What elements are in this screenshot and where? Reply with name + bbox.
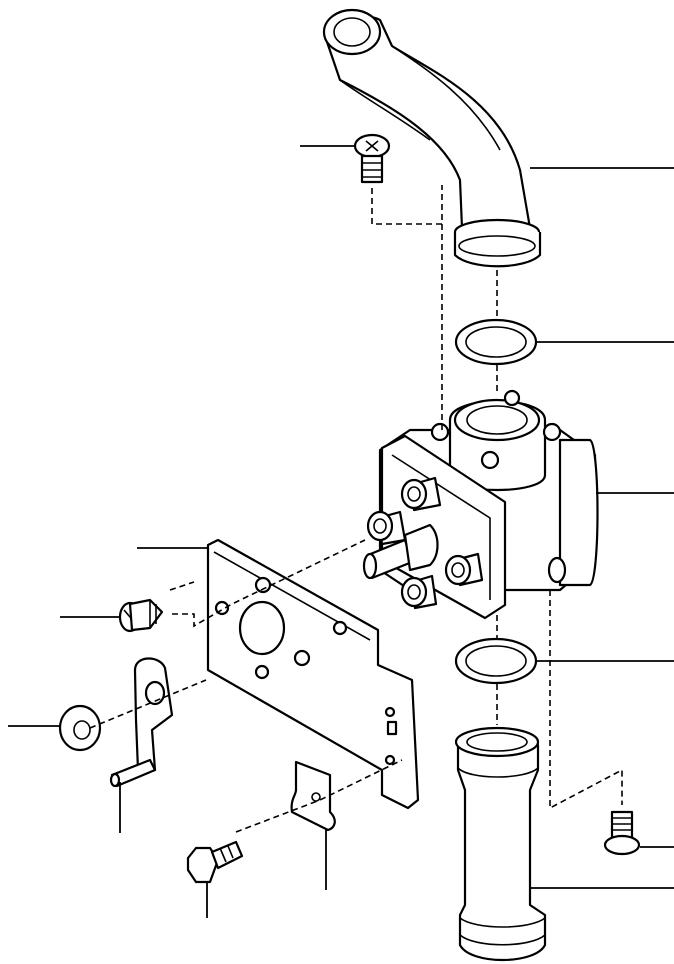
lever-arm [133, 657, 174, 772]
lower-o-ring [454, 637, 538, 685]
flat-washer [58, 704, 102, 752]
bottom-right-screw [603, 810, 641, 856]
assembly-centerlines [89, 185, 623, 833]
port-bosses [366, 476, 484, 610]
upper-curved-hose [322, 8, 542, 268]
lower-straight-hose [454, 726, 547, 961]
leader-lines [8, 145, 674, 918]
valve-body [362, 389, 599, 620]
spring-clip [290, 760, 336, 832]
spring-pin [109, 758, 157, 788]
upper-o-ring [454, 318, 538, 366]
valve-shaft [362, 523, 439, 580]
top-phillips-screw [353, 133, 391, 184]
mounting-bracket [206, 538, 420, 810]
hex-bolt [186, 840, 244, 884]
slotted-screw [118, 598, 164, 633]
